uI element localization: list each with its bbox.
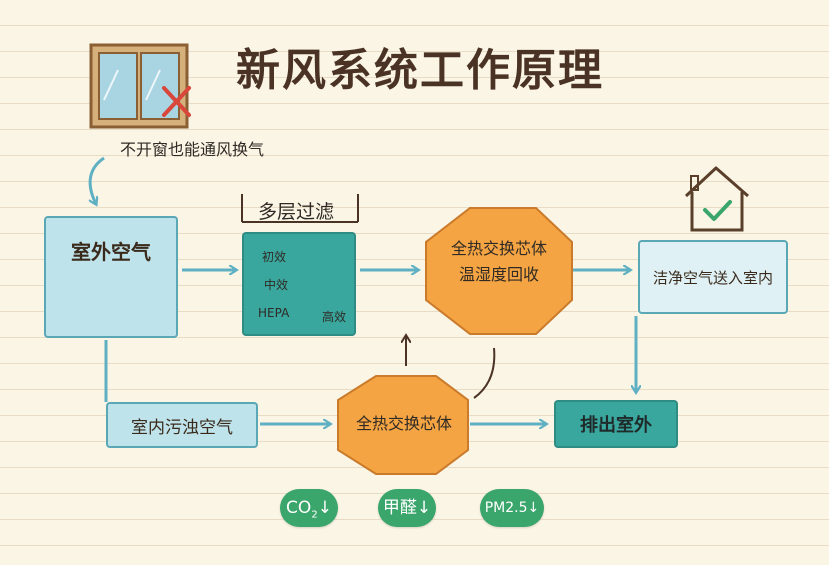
badge-co2-arrow: ↓ xyxy=(317,498,332,518)
page-title: 新风系统工作原理 xyxy=(236,45,604,96)
exchanger-top-text: 全热交换芯体 温湿度回收 xyxy=(430,236,568,288)
badge-formaldehyde-label: 甲醛 xyxy=(382,498,417,518)
filter-header: 多层过滤 xyxy=(258,201,335,223)
filter-layer-hepa: HEPA xyxy=(258,306,290,320)
red-cross-icon xyxy=(162,86,191,117)
house-icon xyxy=(684,166,749,232)
exhaust-box: 排出室外 xyxy=(554,400,678,448)
window-icon xyxy=(89,43,189,129)
filter-layer-high: 高效 xyxy=(322,310,347,324)
exchanger-bottom-octagon xyxy=(337,375,469,475)
badge-pm25: PM2.5↓ xyxy=(480,489,544,527)
outdoor-air-box: 室外空气 xyxy=(44,216,178,338)
exhaust-label: 排出室外 xyxy=(580,415,652,436)
badge-formaldehyde-arrow: ↓ xyxy=(416,498,432,518)
clean-air-box: 洁净空气送入室内 xyxy=(638,240,788,314)
filter-layer-medium: 中效 xyxy=(264,278,289,292)
badge-co2: CO2↓ xyxy=(280,489,338,527)
badge-formaldehyde: 甲醛↓ xyxy=(378,489,436,527)
exchanger-bottom-label: 全热交换芯体 xyxy=(355,414,452,433)
exchanger-top-line1: 全热交换芯体 xyxy=(450,239,547,258)
outdoor-air-label: 室外空气 xyxy=(71,240,151,264)
exchanger-top-octagon xyxy=(425,207,573,335)
indoor-air-label: 室内污浊空气 xyxy=(131,417,233,438)
filter-box xyxy=(242,232,356,336)
badge-pm25-arrow: ↓ xyxy=(527,500,540,516)
badge-co2-label: CO xyxy=(286,498,312,518)
badge-pm25-label: PM2.5 xyxy=(484,500,528,516)
window-note: 不开窗也能通风换气 xyxy=(120,140,265,159)
checkmark-icon xyxy=(703,200,732,221)
clean-air-label: 洁净空气送入室内 xyxy=(652,268,773,287)
exchanger-bottom-text: 全热交换芯体 xyxy=(340,410,468,434)
badge-co2-sub: 2 xyxy=(311,509,318,521)
curved-arrow xyxy=(90,156,105,204)
filter-layer-primary: 初效 xyxy=(262,250,287,264)
indoor-air-box: 室内污浊空气 xyxy=(106,402,258,448)
exchanger-top-line2: 温湿度回收 xyxy=(458,265,539,284)
